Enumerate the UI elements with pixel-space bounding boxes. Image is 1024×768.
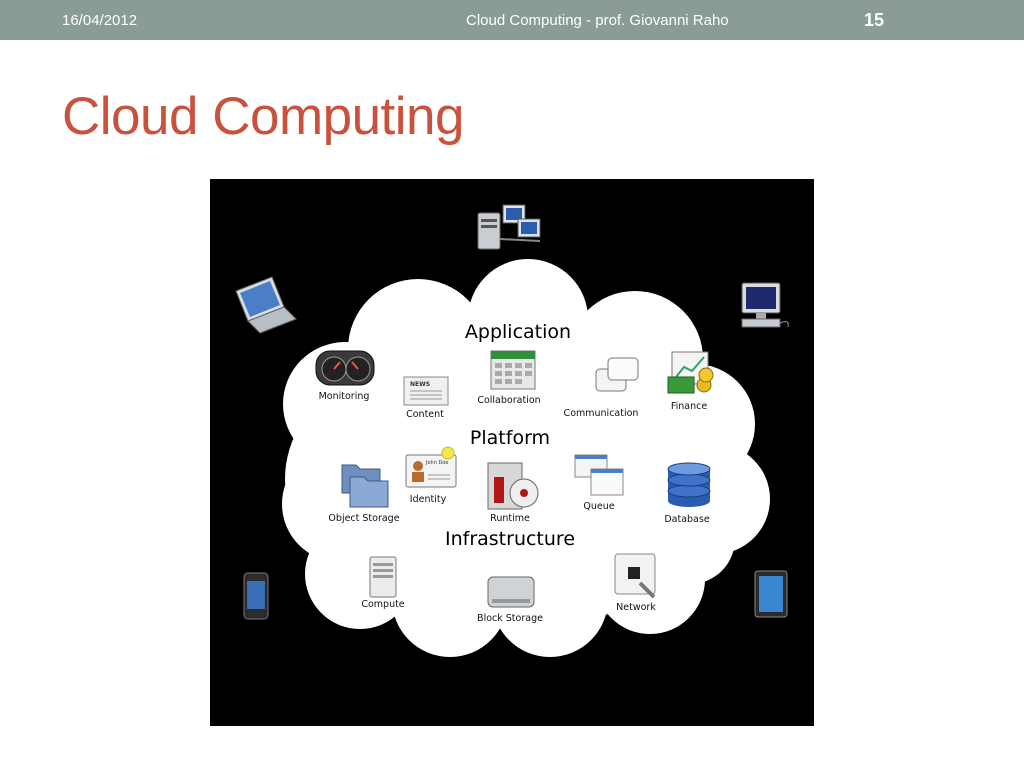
- desktop-icon: [741, 282, 789, 328]
- label-communication: Communication: [563, 408, 639, 419]
- label-identity: Identity: [409, 494, 447, 505]
- slide-header-bar: 16/04/2012 Cloud Computing - prof. Giova…: [0, 0, 1024, 40]
- section-infrastructure: Infrastructure: [444, 528, 576, 550]
- cloud-computing-diagram: NEWS: [210, 179, 814, 726]
- identity-card-icon: John Doe: [405, 446, 457, 488]
- svg-text:John Doe: John Doe: [425, 460, 448, 466]
- slide-date: 16/04/2012: [62, 12, 138, 29]
- label-content: Content: [406, 409, 444, 420]
- diagram-canvas: NEWS: [235, 204, 789, 657]
- label-network: Network: [616, 602, 656, 613]
- label-finance: Finance: [670, 401, 708, 412]
- slide-number: 15: [864, 10, 885, 30]
- server-icon: [477, 204, 541, 250]
- calendar-icon: [490, 350, 536, 390]
- label-object-storage: Object Storage: [328, 513, 400, 524]
- newspaper-icon: NEWS: [403, 376, 449, 406]
- section-platform: Platform: [469, 427, 551, 449]
- presentation-title: Cloud Computing - prof. Giovanni Raho: [466, 12, 729, 29]
- label-queue: Queue: [583, 501, 615, 512]
- hard-drive-icon: [487, 576, 535, 608]
- section-application: Application: [464, 321, 572, 343]
- label-runtime: Runtime: [490, 513, 530, 524]
- label-collaboration: Collaboration: [477, 395, 541, 406]
- chat-bubbles-icon: [595, 357, 639, 392]
- monitoring-icon: [315, 350, 375, 386]
- label-compute: Compute: [361, 599, 405, 610]
- runtime-icon: [487, 462, 539, 510]
- phone-icon: [243, 572, 269, 620]
- database-icon: [667, 462, 711, 507]
- finance-icon: [667, 351, 714, 394]
- queue-icon: [574, 454, 624, 496]
- compute-server-icon: [369, 556, 397, 598]
- label-monitoring: Monitoring: [318, 391, 370, 402]
- laptop-icon: [235, 276, 297, 334]
- network-port-icon: [614, 553, 656, 599]
- folders-icon: [341, 464, 389, 508]
- svg-text:NEWS: NEWS: [410, 381, 430, 388]
- tablet-icon: [754, 570, 788, 618]
- label-database: Database: [664, 514, 710, 525]
- label-block-storage: Block Storage: [477, 613, 543, 624]
- slide-title: Cloud Computing: [62, 87, 465, 146]
